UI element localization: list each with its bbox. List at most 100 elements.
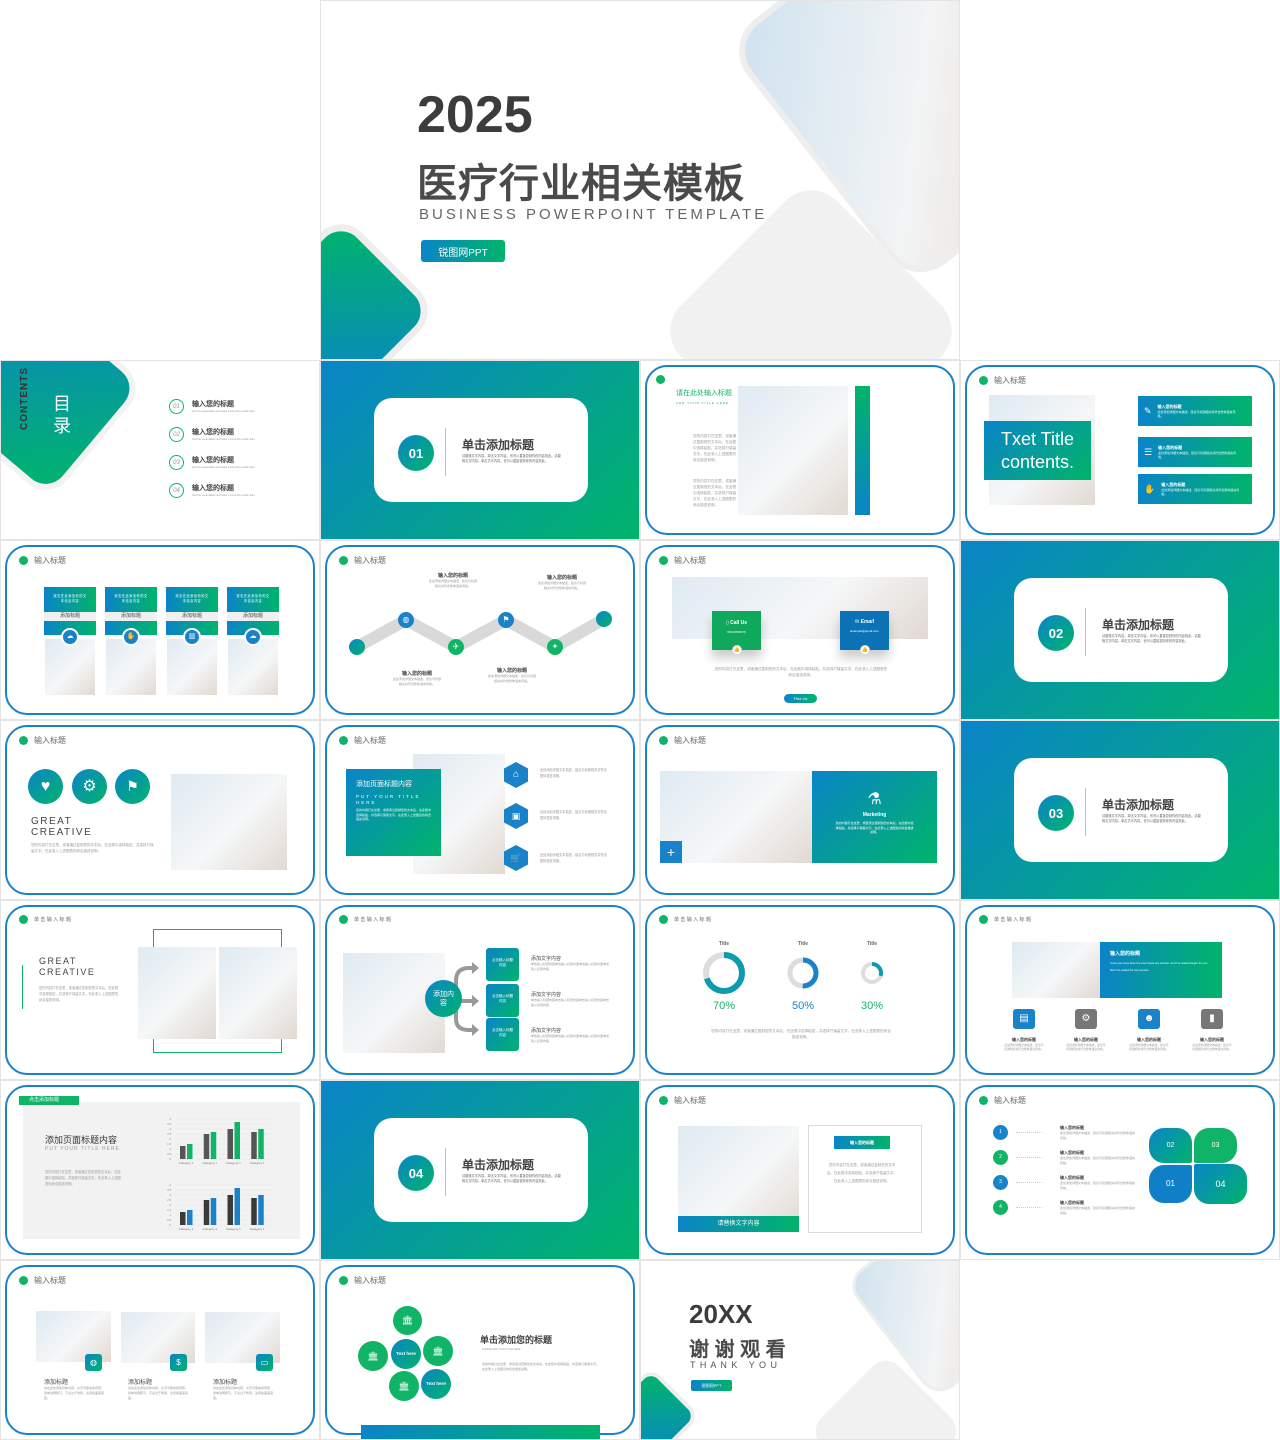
body-text: 您的内容打在这里，或者通过复制您的文本后，在此框中选择粘贴，并选择只保留文字。在… [39, 986, 119, 1002]
header-text[interactable]: 输入标题 [354, 556, 386, 565]
header-text[interactable]: 单 击 输 入 标 题 [354, 917, 391, 923]
y-tick-label: 1.5 [167, 1142, 171, 1146]
flow-box[interactable]: 点击输入标题内容 [486, 984, 519, 1017]
header-text[interactable]: 输入标题 [674, 1096, 706, 1105]
find-us-button[interactable]: Find Us [784, 694, 817, 703]
flow-box[interactable]: 点击输入标题内容 [486, 948, 519, 981]
building-icon[interactable]: 🏛 [358, 1341, 388, 1371]
molecule-title[interactable]: 单击添加您的标题 [480, 1335, 553, 1345]
globe-icon[interactable]: ◍ [398, 612, 414, 628]
header-text[interactable]: 输入标题 [994, 376, 1026, 385]
rocket-icon[interactable]: ✦ [547, 639, 563, 655]
feature-item[interactable]: ✋输入您的标题此处添加详细文本描述，建议与标题相关并符合整体语言风格。 [1138, 474, 1252, 504]
thanks-badge[interactable]: 锐图网PPT [691, 1380, 732, 1391]
text-bubble[interactable]: Text here [421, 1369, 451, 1399]
text-bubble[interactable]: Text here [391, 1339, 421, 1369]
heading-line: GREAT [39, 956, 77, 966]
flow-box[interactable]: 点击输入标题内容 [486, 1018, 519, 1051]
plane-icon[interactable]: ✈ [448, 639, 464, 655]
globe-icon[interactable]: ◍ [85, 1354, 102, 1371]
box-title[interactable]: 添加页面标题内容 [356, 781, 412, 788]
section-slide-04: 04 单击添加标题 请替换文字内容，单击文字内容，也可以直接复制你的内容到此。请… [320, 1080, 640, 1260]
hand-icon: ✋ [1144, 483, 1156, 494]
list-number: 1 [993, 1125, 1008, 1140]
header-text[interactable]: 输入标题 [34, 1276, 66, 1285]
section-title[interactable]: 单击添加标题 [462, 1158, 535, 1172]
zigzag-path [354, 613, 607, 654]
slide-frame [965, 905, 1275, 1075]
milestone-title: 输入您的标题 [496, 668, 527, 674]
feature-item[interactable]: ☰输入您的标题此处添加详细文本描述，建议与标题相关并符合整体语言风格。 [1138, 437, 1252, 467]
cover-badge[interactable]: 锐图网PPT [421, 240, 505, 262]
screen-icon[interactable]: ▭ [256, 1354, 273, 1371]
list-text: 此处添加详细文本描述，建议与标题相关并符合整体语言风格。 [1060, 1206, 1136, 1215]
banner-title[interactable]: 输入您的标题 [1110, 951, 1141, 957]
header-text[interactable]: 输入标题 [674, 556, 706, 565]
section-title[interactable]: 单击添加标题 [1102, 618, 1175, 632]
title-text[interactable]: Txet Title contents. [1000, 428, 1075, 472]
head-icon[interactable]: ☻ [1138, 1009, 1160, 1029]
petal-03[interactable]: 03 [1194, 1128, 1237, 1163]
card[interactable]: 双击在此添加你的文本信息内容添加标题✋ [105, 587, 157, 697]
building-icon[interactable]: 🏛 [393, 1306, 422, 1335]
box-title[interactable]: 输入您的标题 [834, 1136, 890, 1149]
section-card: 02 单击添加标题 请替换文字内容，单击文字内容，也可以直接复制你的内容到此。请… [1014, 578, 1228, 682]
header-text[interactable]: 单 击 输 入 标 题 [674, 917, 711, 923]
panel-title[interactable]: 添加页面标题内容 [45, 1135, 118, 1145]
flag-icon[interactable]: ⚑ [115, 769, 150, 804]
section-title[interactable]: 单击添加标题 [1102, 798, 1175, 812]
building-icon[interactable]: 🏛 [389, 1371, 419, 1401]
slide-title[interactable]: 请在此处输入标题 [676, 390, 732, 397]
milestone: 输入您的标题此处添加详细文本描述，建议与标题相关并符合整体语言风格。 [429, 572, 477, 589]
center-bubble[interactable]: 添加内容 [425, 980, 462, 1017]
card[interactable]: 双击在此添加你的文本信息内容添加标题☁ [44, 587, 96, 697]
box-text: 您的内容打在这里，或者通过复制您的文本后，在此框中选择粘贴，并选择只保留文字。在… [827, 1163, 897, 1183]
header-text[interactable]: 输入标题 [34, 736, 66, 745]
header-text[interactable]: 输入标题 [674, 736, 706, 745]
section-title[interactable]: 单击添加标题 [462, 438, 535, 452]
sign-icon[interactable]: ⚑ [498, 612, 514, 628]
photo-caption[interactable]: 请替换文字内容 [678, 1216, 799, 1232]
header-text[interactable]: 输入标题 [354, 736, 386, 745]
gear-icon[interactable]: ⚙ [72, 769, 107, 804]
dollar-icon[interactable]: $ [170, 1354, 187, 1371]
building-icon[interactable]: 🏛 [423, 1336, 453, 1366]
petal-04[interactable]: 04 [1194, 1164, 1247, 1204]
gears-icon[interactable]: ⚙ [1075, 1009, 1097, 1029]
feature-item[interactable]: ✎输入您的标题此处添加详细文本描述，建议与标题相关并符合整体语言风格。 [1138, 396, 1252, 426]
card[interactable]: 双击在此添加你的文本信息内容添加标题▥ [166, 587, 218, 697]
item-title: 输入您的标题 [192, 401, 234, 408]
plus-button[interactable]: + [660, 841, 682, 863]
slide-header: 输入标题 [659, 555, 706, 566]
card[interactable]: 双击在此添加你的文本信息内容添加标题☁ [227, 587, 279, 697]
bar-chart-icon[interactable]: ▮ [1201, 1009, 1223, 1029]
header-text[interactable]: 单 击 输 入 标 题 [994, 917, 1031, 923]
heading-line: CREATIVE [39, 967, 96, 977]
petal-01[interactable]: 01 [1149, 1165, 1192, 1203]
thumbs-up-icon: 👍 [732, 645, 742, 655]
header-text[interactable]: 输入标题 [354, 1276, 386, 1285]
body-text: 您的内容打在这里，或者通过复制您的文本后，在此框中选择粘贴，并选择只保留文字。在… [45, 1170, 121, 1186]
note-icon[interactable]: ▤ [1013, 1009, 1035, 1029]
header-text[interactable]: 输入标题 [994, 1096, 1026, 1105]
title-tag[interactable]: 点击添加标题 [19, 1096, 79, 1105]
contents-label: CONTENTS [19, 367, 30, 430]
header-text[interactable]: 单 击 输 入 标 题 [34, 917, 71, 923]
slide-header: 输入标题 [979, 1095, 1026, 1106]
petal-02[interactable]: 02 [1149, 1128, 1192, 1163]
flask-icon: ⚗ [867, 791, 882, 808]
header-text[interactable]: 输入标题 [34, 556, 66, 565]
heart-icon[interactable]: ♥ [28, 769, 63, 804]
